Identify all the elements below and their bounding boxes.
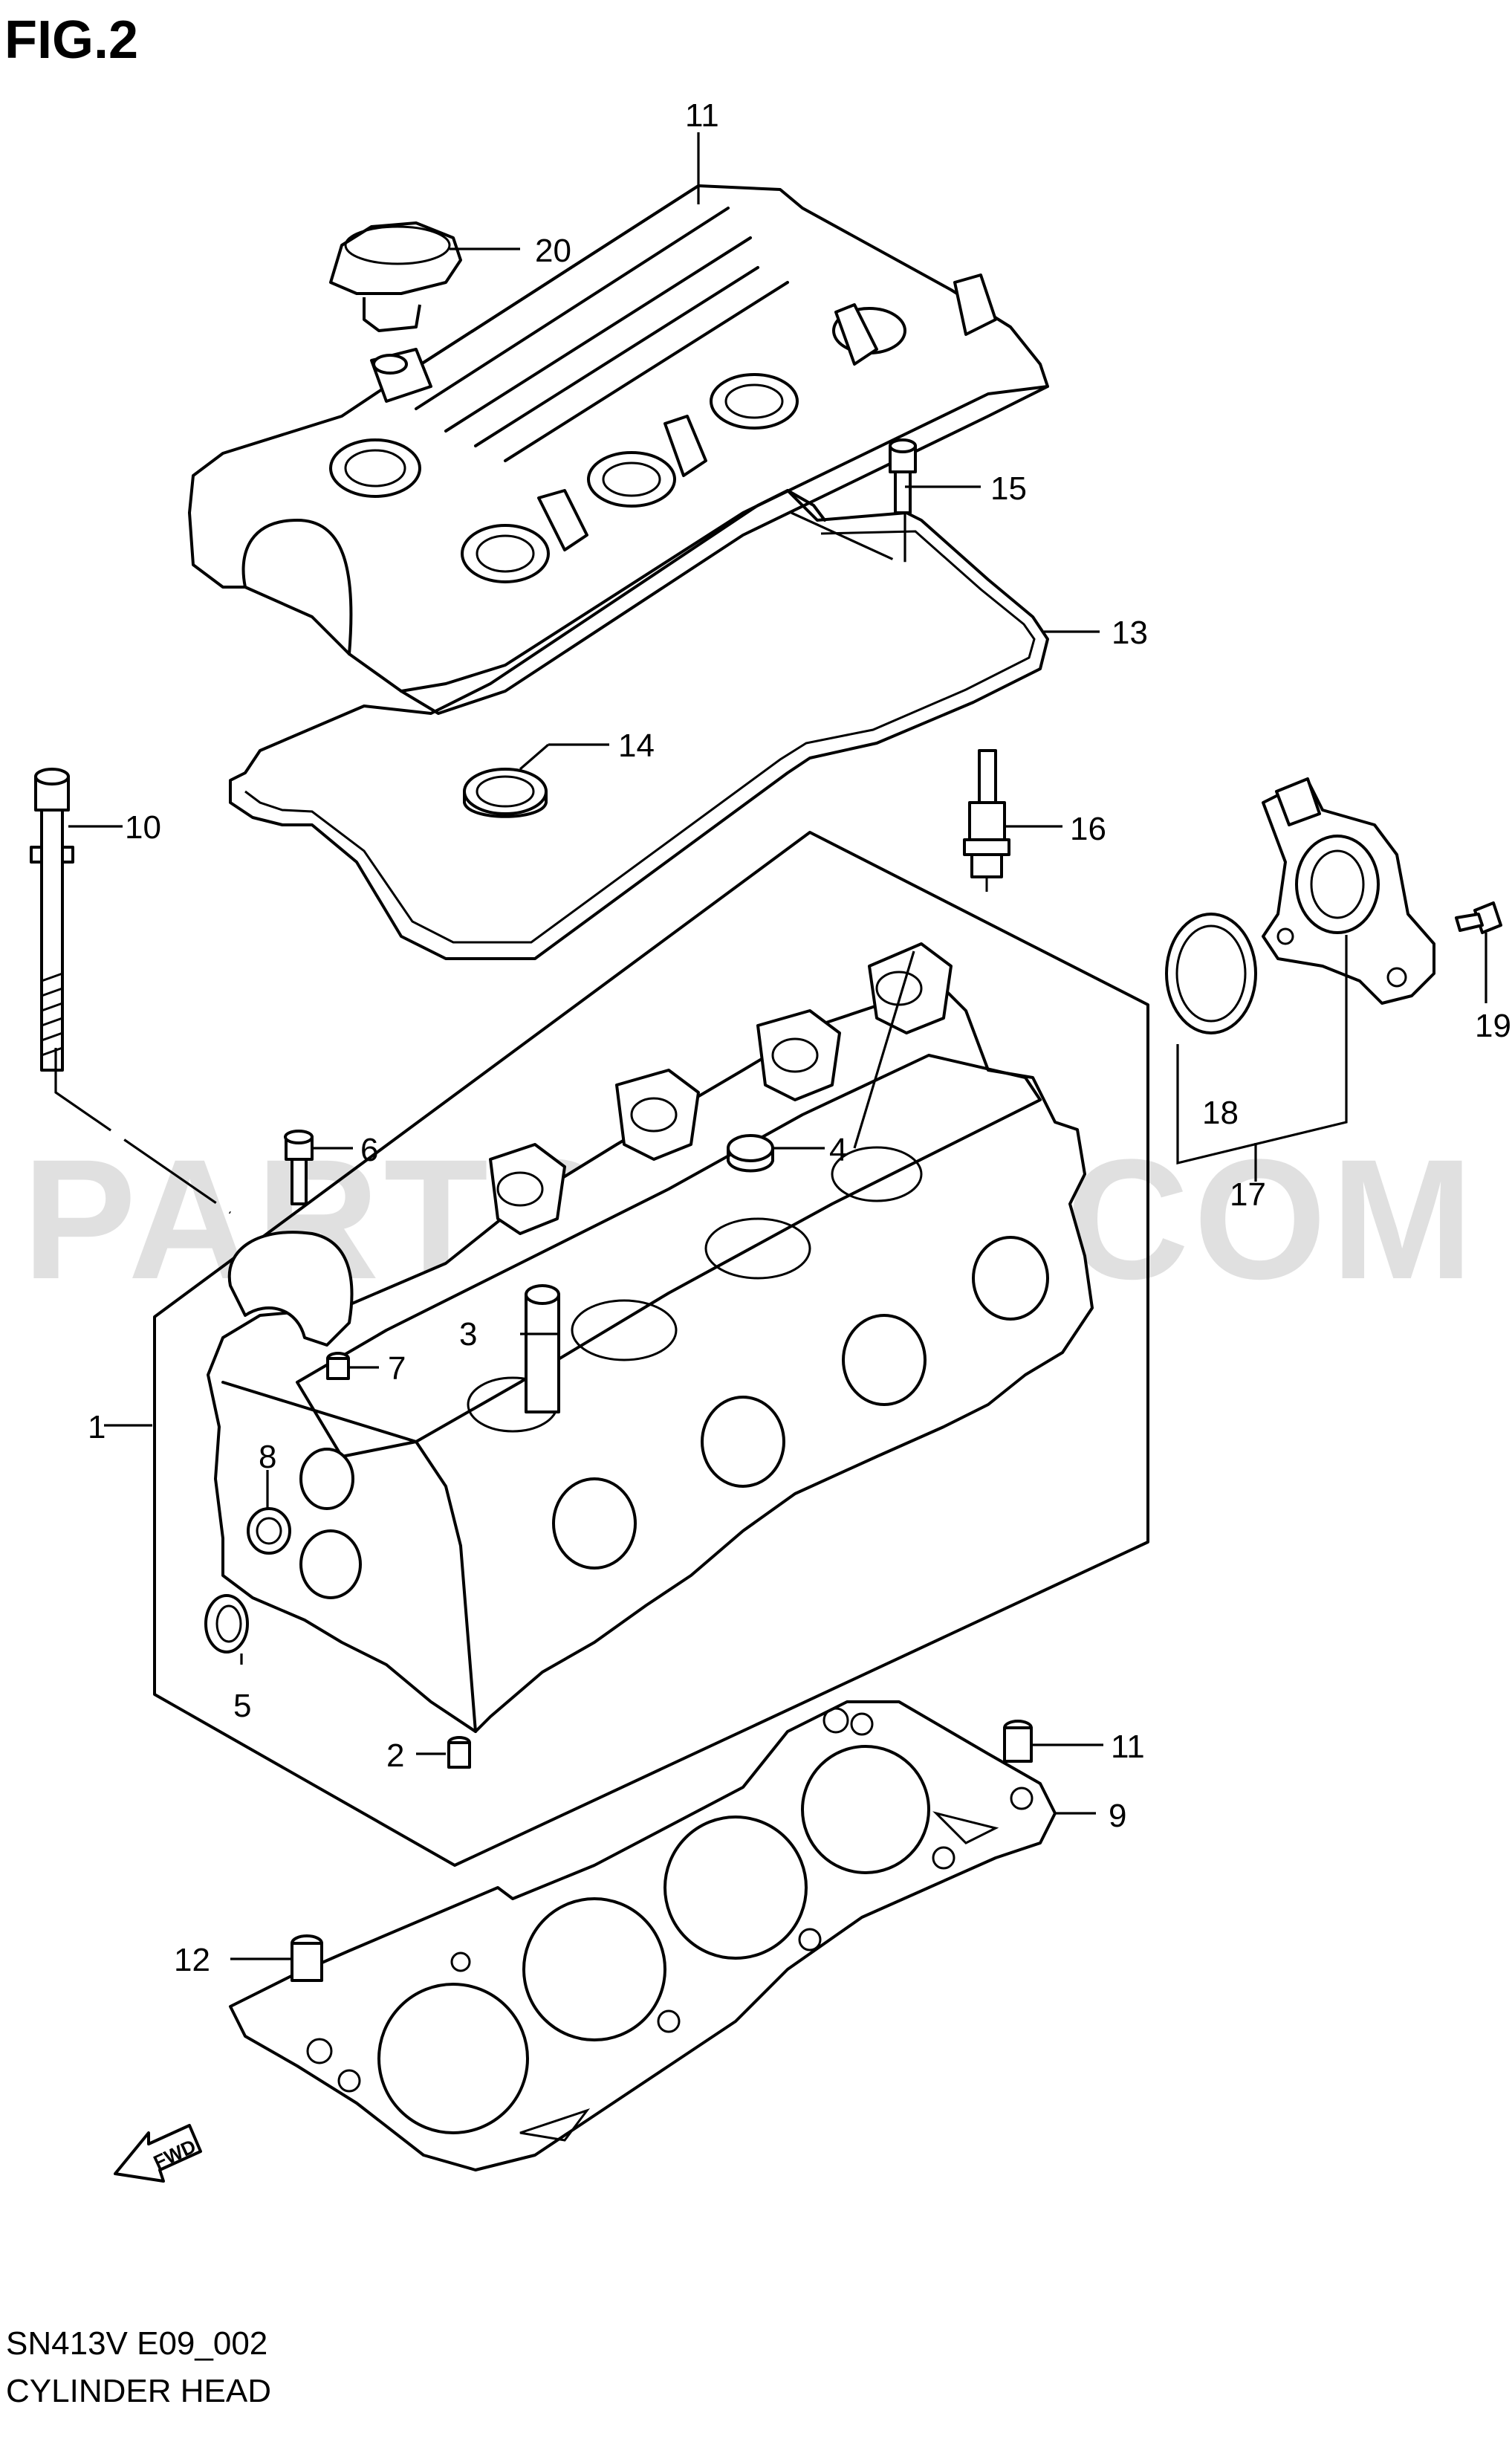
callout-10[interactable]: 10: [125, 809, 161, 846]
part-1-cylinder-head[interactable]: [153, 831, 1149, 1867]
callouts: 11 20 15 13 14 16 10 19 18 17 6 4 3 7 1 …: [88, 97, 1511, 1978]
part-11a-dowel-pin[interactable]: [1003, 1720, 1033, 1763]
part-7-pin[interactable]: [326, 1352, 350, 1380]
part-20-oil-filler-cap[interactable]: [329, 221, 462, 332]
callout-20[interactable]: 20: [535, 233, 571, 269]
part-19-bolt[interactable]: [1455, 901, 1502, 934]
part-11b-dowel-pin[interactable]: [291, 1934, 323, 1982]
callout-11-left[interactable]: 12: [174, 1942, 210, 1978]
part-12-cylinder-head-cover[interactable]: [188, 184, 1049, 715]
callout-7[interactable]: 7: [388, 1350, 406, 1387]
callout-6[interactable]: 6: [360, 1132, 378, 1168]
part-6-bolt[interactable]: [284, 1130, 314, 1205]
part-3-valve-guide[interactable]: [525, 1284, 560, 1413]
part-2-pin[interactable]: [447, 1736, 471, 1769]
callout-5[interactable]: 5: [233, 1688, 251, 1724]
callout-19[interactable]: 19: [1475, 1008, 1511, 1044]
callout-11-right[interactable]: 11: [1111, 1729, 1145, 1765]
part-18-o-ring[interactable]: [1165, 913, 1257, 1034]
part-10-head-bolt[interactable]: [30, 768, 74, 1072]
callout-15[interactable]: 15: [990, 470, 1027, 507]
part-5-oil-seal[interactable]: [204, 1594, 249, 1653]
figure-name: CYLINDER HEAD: [6, 2373, 271, 2409]
part-16-spark-plug[interactable]: [963, 749, 1010, 892]
callout-1[interactable]: 1: [88, 1409, 106, 1445]
callout-12[interactable]: 11: [685, 97, 719, 134]
callout-18[interactable]: 18: [1202, 1095, 1239, 1131]
callout-17[interactable]: 17: [1230, 1176, 1266, 1213]
part-17-distributor-case[interactable]: [1262, 777, 1435, 1005]
callout-3[interactable]: 3: [459, 1316, 477, 1353]
callout-4[interactable]: 4: [829, 1132, 847, 1168]
callout-9[interactable]: 9: [1109, 1798, 1126, 1834]
figure-code: SN413V E09_002: [6, 2325, 267, 2362]
callout-14[interactable]: 14: [618, 728, 655, 764]
callout-8[interactable]: 8: [259, 1439, 276, 1475]
part-14-oil-seal[interactable]: [463, 768, 548, 818]
part-9-head-gasket[interactable]: [229, 1700, 1057, 2171]
part-13-cover-gasket[interactable]: [229, 489, 1049, 960]
callout-16[interactable]: 16: [1070, 811, 1106, 847]
leader-lines: [54, 132, 1487, 1960]
figure-title: FIG.2: [4, 10, 138, 70]
callout-2[interactable]: 2: [386, 1737, 404, 1774]
callout-13[interactable]: 13: [1112, 615, 1148, 651]
part-8-plug[interactable]: [247, 1507, 291, 1555]
fwd-arrow-icon: FWD: [114, 2124, 202, 2183]
part-15-cover-bolt[interactable]: [889, 438, 917, 514]
